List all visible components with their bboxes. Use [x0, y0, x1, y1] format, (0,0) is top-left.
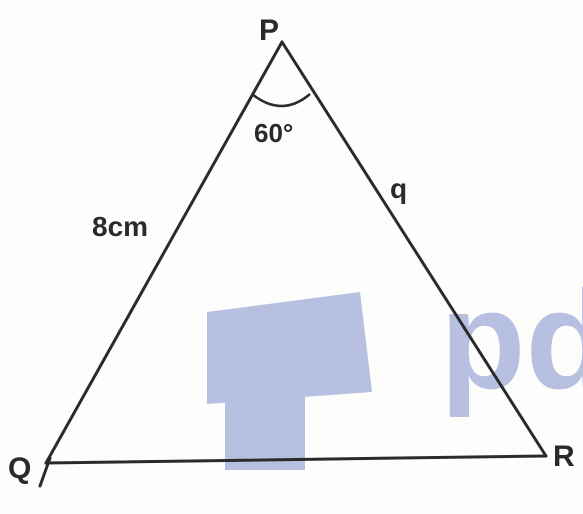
vertex-label-r: R: [553, 440, 575, 473]
side-pr: [280, 40, 548, 458]
watermark-logo: pd: [207, 261, 583, 470]
side-pq: [44, 40, 284, 465]
angle-label-p: 60°: [254, 118, 293, 148]
side-label-pq: 8cm: [92, 211, 148, 242]
watermark-logo-bottom-block: [225, 392, 305, 470]
vertex-label-p: P: [259, 14, 279, 47]
vertex-q-tick: [38, 456, 52, 488]
side-label-pr: q: [390, 173, 407, 204]
side-qr: [44, 454, 548, 465]
angle-arc-p: [251, 93, 311, 108]
vertex-label-q: Q: [8, 452, 31, 485]
watermark-logo-top-block: [207, 292, 372, 404]
watermark-text: pd: [440, 261, 583, 418]
